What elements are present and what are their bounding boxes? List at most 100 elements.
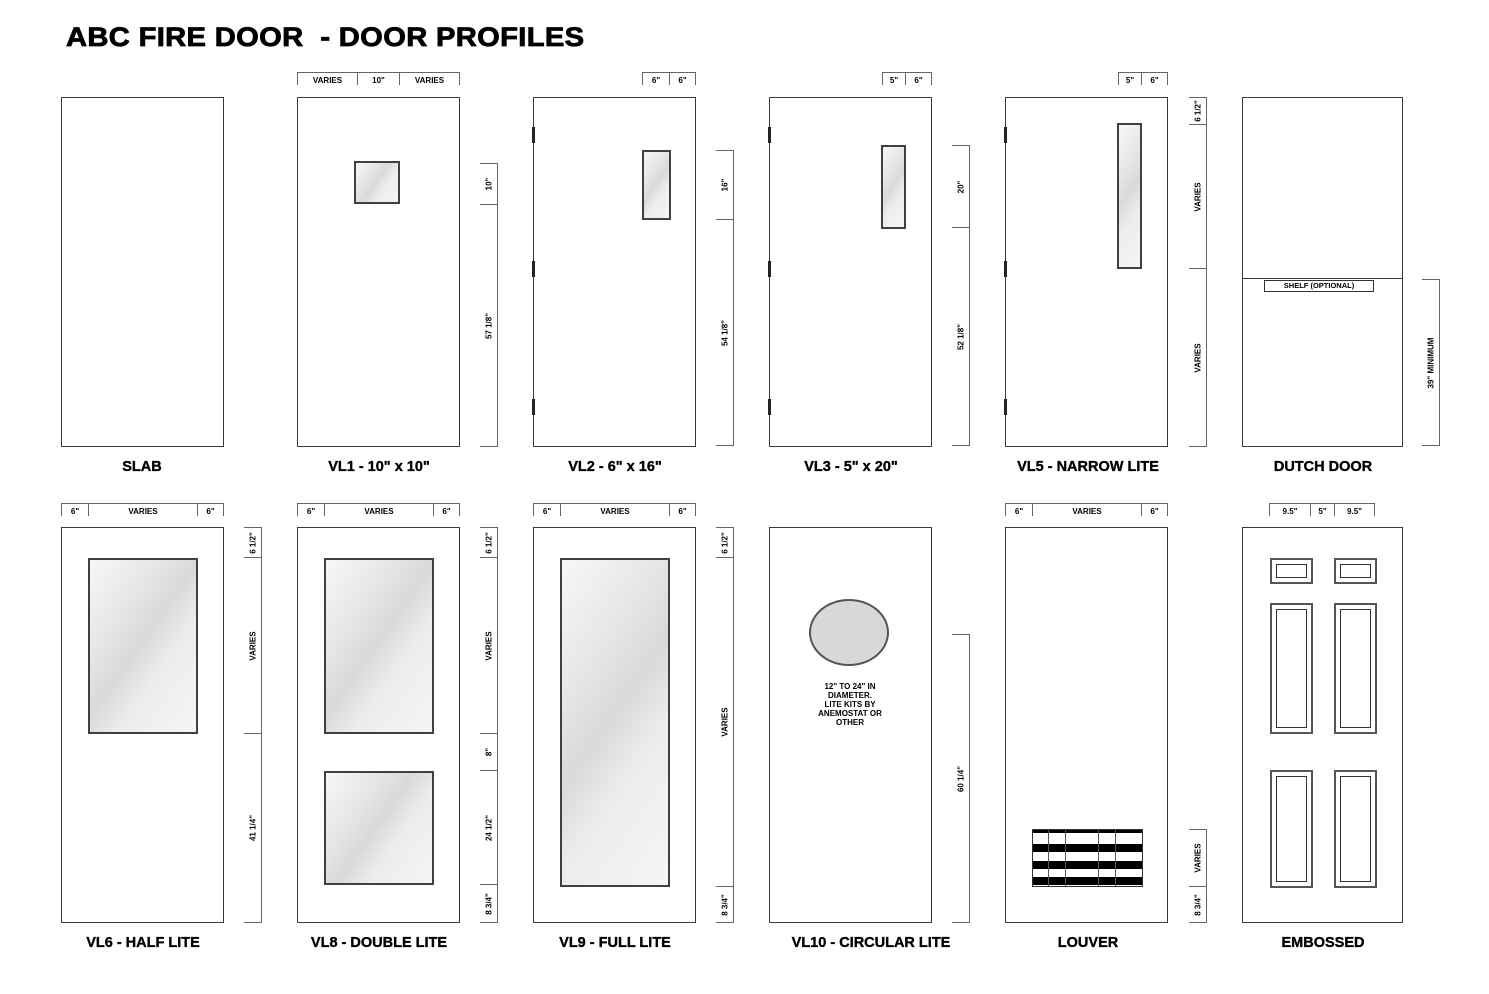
dim-text: 6": [61, 504, 88, 516]
dim-text: 52 1/8": [956, 323, 965, 350]
dim-text: VARIES: [484, 630, 493, 661]
door-louver: [1005, 527, 1168, 923]
dim-text: VARIES: [297, 73, 357, 85]
dim-text: VARIES: [1193, 843, 1202, 873]
vision-lite-glass: [881, 145, 906, 229]
side-dimension-vl10: 60 1/4": [952, 634, 970, 923]
door-label-vl1: VL1 - 10" x 10": [328, 459, 430, 475]
embossed-panel-bottom-left: [1270, 770, 1313, 888]
dim-text: 6": [669, 504, 696, 516]
vision-lite-glass: [88, 558, 198, 734]
dim-text: 6": [905, 73, 932, 85]
circular-lite-note: 12" TO 24" IN DIAMETER. LITE KITS BY ANE…: [800, 682, 900, 727]
door-label-embossed: EMBOSSED: [1281, 935, 1365, 951]
top-dimension-vl8: 6" VARIES 6": [297, 503, 460, 516]
side-dimension-louver: VARIES 8 3/4": [1189, 829, 1207, 923]
dim-text: 6": [1005, 504, 1032, 516]
dim-text: 10": [484, 177, 493, 191]
dim-text: 6": [533, 504, 560, 516]
vision-lite-glass: [642, 150, 671, 220]
dim-text: 5": [1310, 504, 1334, 516]
top-dimension-vl6: 6" VARIES 6": [61, 503, 224, 516]
door-vl3: [769, 97, 932, 447]
hinge-icon: [768, 261, 771, 277]
door-label-vl10: VL10 - CIRCULAR LITE: [791, 935, 951, 951]
dim-text: VARIES: [720, 707, 729, 737]
embossed-panel-mid-left: [1270, 603, 1313, 734]
door-label-louver: LOUVER: [1057, 935, 1119, 951]
dim-text: VARIES: [324, 504, 433, 516]
side-dimension-vl1: 10" 57 1/8": [480, 163, 498, 447]
top-dimension-embossed: 9.5" 5" 9.5": [1269, 503, 1375, 516]
hinge-icon: [1004, 127, 1007, 143]
dim-text: 60 1/4": [956, 765, 965, 792]
door-label-dutch: DUTCH DOOR: [1273, 459, 1373, 475]
dim-text: VARIES: [88, 504, 197, 516]
dim-text: 24 1/2": [484, 814, 493, 841]
dim-text: VARIES: [1032, 504, 1141, 516]
embossed-panel-top-left: [1270, 558, 1313, 584]
page-title: ABC FIRE DOOR - DOOR PROFILES: [66, 22, 585, 53]
hinge-icon: [1004, 261, 1007, 277]
dutch-split-line: [1243, 278, 1402, 279]
dim-text: 6 1/2": [720, 531, 729, 554]
dim-text: VARIES: [248, 630, 257, 661]
door-label-slab: SLAB: [122, 459, 162, 475]
side-dimension-vl8: 6 1/2" VARIES 8" 24 1/2" 8 3/4": [480, 527, 498, 923]
hinge-icon: [768, 399, 771, 415]
door-vl1: [297, 97, 460, 447]
top-dimension-vl1: VARIES 10" VARIES: [297, 72, 460, 85]
door-label-vl3: VL3 - 5" x 20": [804, 459, 898, 475]
shelf-optional: SHELF (OPTIONAL): [1264, 280, 1374, 292]
top-dimension-vl2: 6" 6": [642, 72, 696, 85]
dim-text: 6 1/2": [248, 531, 257, 554]
door-label-vl5: VL5 - NARROW LITE: [1017, 459, 1159, 475]
dim-text: 9.5": [1269, 504, 1310, 516]
dim-text: 6": [1141, 504, 1168, 516]
door-vl5: [1005, 97, 1168, 447]
dim-text: VARIES: [1193, 181, 1202, 212]
vision-lite-glass-lower: [324, 771, 434, 885]
door-embossed: [1242, 527, 1403, 923]
note-line: DIAMETER.: [828, 691, 872, 700]
dim-text: 5": [1118, 73, 1141, 85]
note-line: 12" TO 24" IN: [824, 682, 876, 691]
embossed-panel-mid-right: [1334, 603, 1377, 734]
door-label-vl9: VL9 - FULL LITE: [559, 935, 671, 951]
dim-text: 16": [720, 178, 729, 192]
door-vl2: [533, 97, 696, 447]
dim-text: VARIES: [399, 73, 460, 85]
dim-text: VARIES: [560, 504, 669, 516]
dim-text: 6": [197, 504, 224, 516]
vision-lite-glass: [354, 161, 400, 204]
vision-lite-glass-upper: [324, 558, 434, 734]
dim-text: 6 1/2": [1193, 100, 1202, 122]
top-dimension-vl9: 6" VARIES 6": [533, 503, 696, 516]
top-dimension-vl3: 5" 6": [882, 72, 932, 85]
door-label-vl6: VL6 - HALF LITE: [86, 935, 200, 951]
dim-text: VARIES: [1193, 342, 1202, 373]
hinge-icon: [532, 399, 535, 415]
dim-text: 8 3/4": [484, 892, 493, 915]
dim-text: 6": [433, 504, 460, 516]
dim-text: 57 1/8": [484, 312, 493, 339]
vision-lite-glass: [560, 558, 670, 887]
hinge-icon: [532, 127, 535, 143]
dim-text: 8 3/4": [1193, 893, 1202, 916]
dim-text: 6": [297, 504, 324, 516]
side-dimension-vl2: 16" 54 1/8": [716, 150, 734, 446]
side-dimension-dutch: 39" MINIMUM: [1422, 279, 1440, 446]
dim-text: 6": [669, 73, 696, 85]
dim-text: 54 1/8": [720, 319, 729, 346]
dim-text: 6": [1141, 73, 1168, 85]
note-line: OTHER: [836, 718, 864, 727]
dim-text: 41 1/4": [248, 814, 257, 842]
dim-text: 6 1/2": [484, 531, 493, 554]
vision-lite-glass: [1117, 123, 1142, 269]
embossed-panel-top-right: [1334, 558, 1377, 584]
side-dimension-vl5: 6 1/2" VARIES VARIES: [1189, 97, 1207, 447]
top-dimension-louver: 6" VARIES 6": [1005, 503, 1168, 516]
note-line: ANEMOSTAT OR: [818, 709, 882, 718]
hinge-icon: [532, 261, 535, 277]
dim-text: 20": [956, 180, 965, 193]
